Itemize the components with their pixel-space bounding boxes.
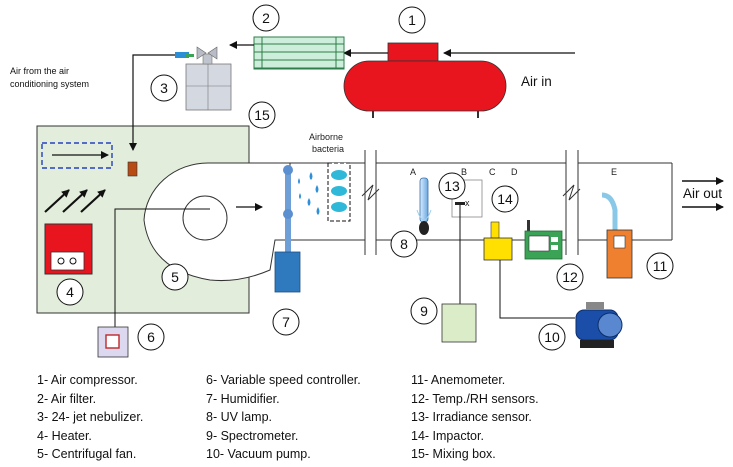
heat-arrows (44, 189, 106, 213)
legend-item: 13- Irradiance sensor. (411, 410, 532, 425)
legend-item: 15- Mixing box. (411, 447, 496, 462)
callout-3: 3 (150, 74, 178, 102)
centrifugal-fan (143, 162, 291, 281)
svg-text:1: 1 (408, 12, 416, 28)
legend-column-3: 11- Anemometer. 12- Temp./RH sensors. 13… (411, 371, 539, 464)
legend-item: 2- Air filter. (37, 391, 97, 406)
duct-break-2 (562, 150, 581, 255)
nebulizer-line (129, 54, 175, 151)
svg-text:8: 8 (400, 236, 408, 252)
vacuum-pump (575, 302, 623, 348)
callout-2: 2 (252, 4, 280, 32)
callout-13: 13 (438, 172, 466, 200)
air-in-label: Air in (521, 74, 552, 89)
nebulizer (175, 46, 232, 111)
legend-column-2: 6- Variable speed controller. 7- Humidif… (206, 371, 361, 464)
callout-11: 11 (646, 252, 674, 280)
callout-9: 9 (410, 297, 438, 325)
spectrometer (441, 303, 477, 343)
air-out-label: Air out (683, 186, 722, 201)
svg-text:2: 2 (262, 10, 270, 26)
svg-text:14: 14 (497, 191, 513, 207)
legend-item: 11- Anemometer. (411, 373, 506, 387)
ac-air-label-line2: conditioning system (10, 79, 89, 89)
impactor (483, 221, 575, 319)
svg-text:9: 9 (420, 303, 428, 319)
svg-text:15: 15 (254, 107, 270, 123)
probe-b-label: B (461, 167, 467, 177)
legend-item: 4- Heater. (37, 428, 92, 443)
air-filter (229, 36, 388, 70)
anemometer (601, 192, 633, 279)
temp-rh-sensor (524, 220, 563, 260)
spray-droplets (298, 172, 320, 215)
probe-e-label: E (611, 167, 617, 177)
callout-15: 15 (248, 101, 276, 129)
legend-column-1: 1- Air compressor. 2- Air filter. 3- 24-… (37, 371, 143, 464)
svg-text:6: 6 (147, 329, 155, 345)
air-compressor (343, 42, 507, 118)
callout-7: 7 (272, 308, 300, 336)
legend-item: 14- Impactor. (411, 428, 484, 443)
probe-a-label: A (410, 167, 416, 177)
ac-air-inlet-box (41, 142, 113, 169)
svg-text:7: 7 (282, 314, 290, 330)
svg-text:5: 5 (171, 269, 179, 285)
airborne-label-line2: bacteria (312, 144, 344, 154)
legend-item: 7- Humidifier. (206, 391, 280, 406)
svg-text:10: 10 (544, 329, 560, 345)
ac-air-label-line1: Air from the air (10, 66, 69, 76)
legend-item: 6- Variable speed controller. (206, 373, 361, 387)
heater (44, 223, 93, 275)
nebulizer-outlet (127, 161, 138, 177)
svg-text:13: 13 (444, 178, 460, 194)
callout-14: 14 (491, 185, 519, 213)
legend-item: 1- Air compressor. (37, 373, 138, 387)
air-out-arrows (682, 177, 724, 211)
callout-12: 12 (556, 263, 584, 291)
airborne-label-line1: Airborne (309, 132, 343, 142)
legend-item: 3- 24- jet nebulizer. (37, 410, 144, 425)
callout-4: 4 (56, 278, 84, 306)
variable-speed-controller (97, 208, 210, 358)
callout-10: 10 (538, 323, 566, 351)
humidifier (274, 165, 301, 293)
probe-d-label: D (511, 167, 518, 177)
callout-5: 5 (161, 263, 189, 291)
svg-text:3: 3 (160, 80, 168, 96)
sensor-x-label: x (465, 198, 470, 208)
duct-break-1 (361, 150, 380, 255)
legend-item: 12- Temp./RH sensors. (411, 391, 539, 406)
legend-item: 8- UV lamp. (206, 410, 272, 425)
uv-lamp (416, 177, 432, 235)
svg-text:4: 4 (66, 284, 74, 300)
svg-text:11: 11 (653, 258, 668, 274)
callout-6: 6 (137, 323, 165, 351)
svg-text:12: 12 (562, 269, 578, 285)
legend-item: 10- Vacuum pump. (206, 447, 311, 462)
legend-item: 5- Centrifugal fan. (37, 447, 137, 462)
callout-8: 8 (390, 230, 418, 258)
callout-1: 1 (398, 6, 426, 34)
airborne-bacteria-panel (327, 162, 351, 222)
legend-item: 9- Spectrometer. (206, 428, 299, 443)
probe-c-label: C (489, 167, 496, 177)
